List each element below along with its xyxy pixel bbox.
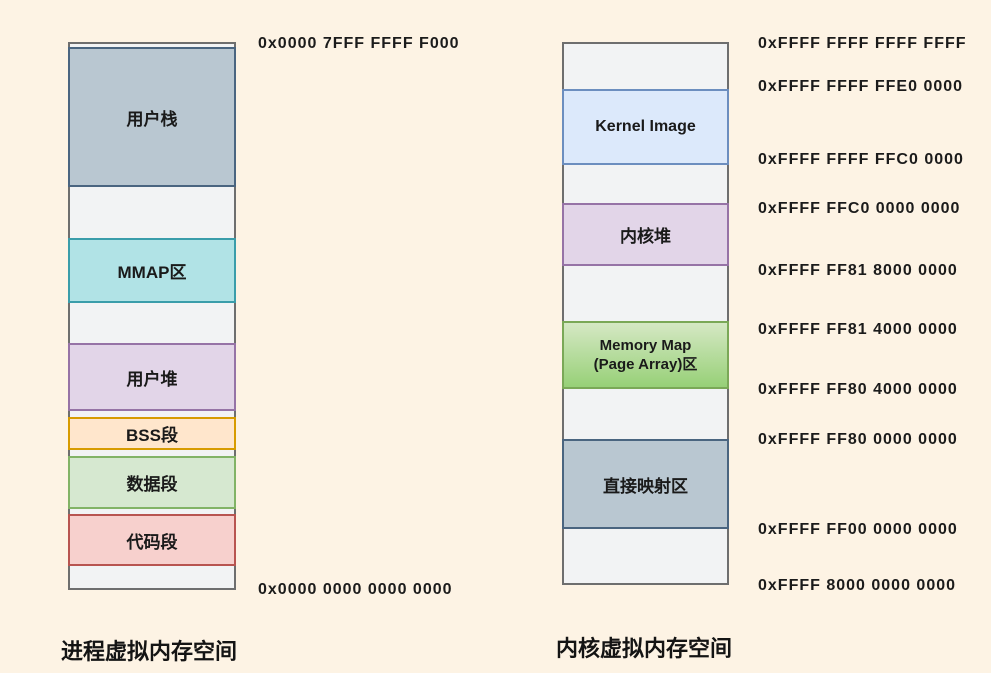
kernel-address-7: 0xFFFF FF80 0000 0000 [758, 431, 958, 448]
segment-kernel-image: Kernel Image [562, 89, 729, 165]
segment-kernel-heap: 内核堆 [562, 203, 729, 266]
segment-kernel-heap-label: 内核堆 [620, 227, 671, 246]
segment-memory-map-label-line2: (Page Array)区 [593, 356, 698, 373]
segment-direct-map-label: 直接映射区 [603, 476, 688, 496]
process-top-address: 0x0000 7FFF FFFF F000 [258, 35, 460, 52]
kernel-address-9: 0xFFFF 8000 0000 0000 [758, 577, 957, 594]
segment-user-heap: 用户堆 [68, 343, 236, 411]
segment-data: 数据段 [68, 456, 236, 509]
segment-user-heap-label: 用户堆 [126, 369, 178, 389]
segment-user-stack: 用户栈 [68, 47, 236, 187]
kernel-address-6: 0xFFFF FF80 4000 0000 [758, 381, 958, 398]
kernel-space-title: 内核虚拟内存空间 [556, 636, 733, 661]
segment-bss: BSS段 [68, 417, 236, 450]
segment-code: 代码段 [68, 514, 236, 566]
segment-mmap-label: MMAP区 [117, 263, 187, 282]
process-space-title: 进程虚拟内存空间 [61, 639, 238, 664]
kernel-memory-column: Kernel Image 内核堆 Memory Map (Page Array)… [562, 42, 729, 585]
segment-code-label: 代码段 [126, 532, 178, 552]
kernel-address-3: 0xFFFF FFC0 0000 0000 [758, 200, 961, 217]
segment-kernel-image-label: Kernel Image [595, 118, 696, 135]
kernel-address-1: 0xFFFF FFFF FFE0 0000 [758, 78, 964, 95]
segment-user-stack-label: 用户栈 [126, 109, 178, 129]
segment-direct-map: 直接映射区 [562, 439, 729, 529]
segment-memory-map: Memory Map (Page Array)区 [562, 321, 729, 389]
kernel-address-8: 0xFFFF FF00 0000 0000 [758, 521, 958, 538]
segment-bss-label: BSS段 [126, 426, 178, 445]
segment-data-label: 数据段 [126, 475, 178, 494]
segment-mmap: MMAP区 [68, 238, 236, 303]
kernel-address-0: 0xFFFF FFFF FFFF FFFF [758, 35, 967, 52]
kernel-address-5: 0xFFFF FF81 4000 0000 [758, 321, 958, 338]
kernel-address-4: 0xFFFF FF81 8000 0000 [758, 262, 958, 279]
process-bottom-address: 0x0000 0000 0000 0000 [258, 581, 453, 598]
segment-memory-map-label-line1: Memory Map [599, 337, 692, 354]
process-memory-column: 用户栈 MMAP区 用户堆 BSS段 数据段 代码段 [68, 42, 236, 590]
kernel-address-2: 0xFFFF FFFF FFC0 0000 [758, 151, 964, 168]
